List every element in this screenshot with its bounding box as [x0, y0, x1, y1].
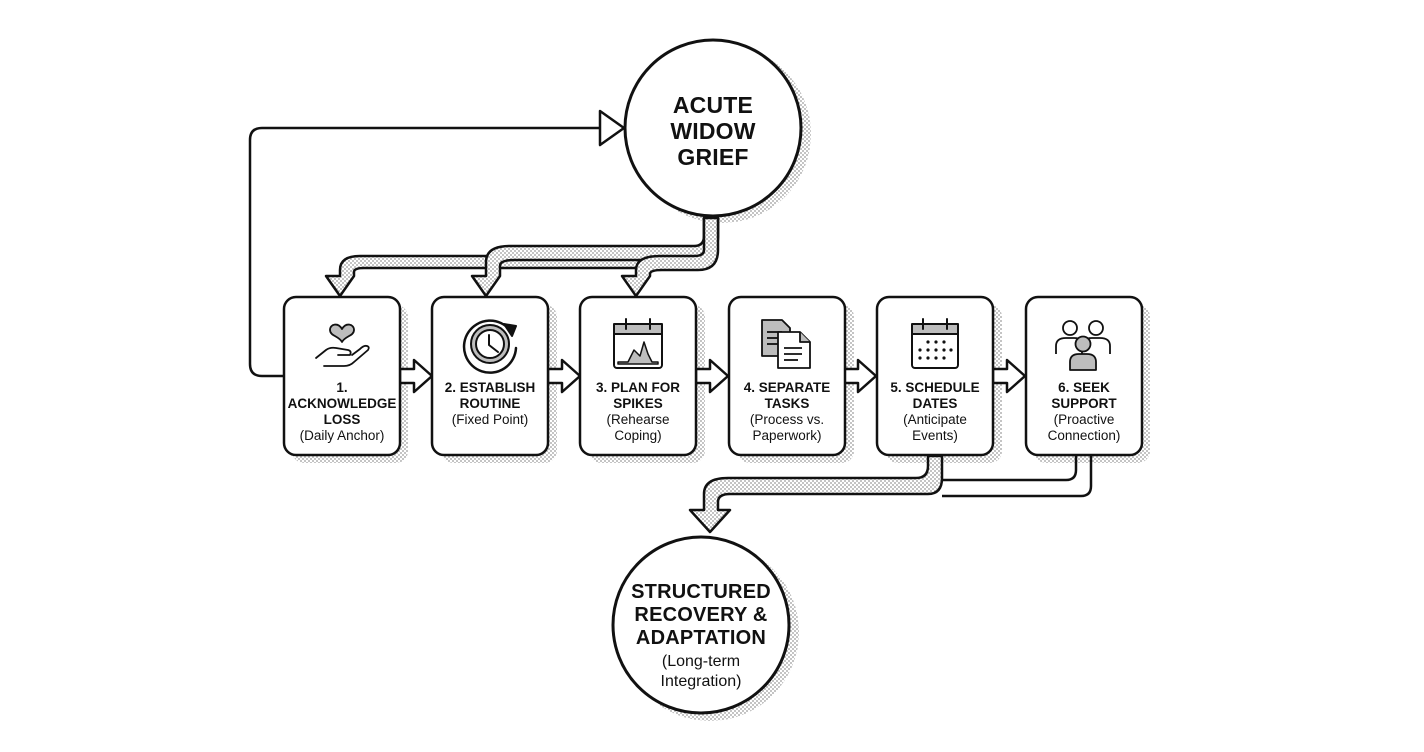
- calendar-dates-icon: [911, 318, 959, 369]
- end-title-line-3: ADAPTATION: [635, 627, 767, 649]
- step-1-title-1: 1. ACKNOWLEDGE: [287, 380, 397, 411]
- step-box-1: [282, 295, 402, 457]
- end-title-line-1: STRUCTURED: [631, 581, 771, 603]
- step-boxes: [282, 295, 1144, 457]
- step-box-5: [875, 295, 995, 457]
- step-3-label: 3. PLAN FOR SPIKES (Rehearse Coping): [577, 380, 699, 444]
- people-group-icon: [1055, 320, 1111, 371]
- clock-refresh-icon: [462, 319, 518, 374]
- step-3-sub-2: Coping): [614, 428, 662, 443]
- step-2-label: 2. ESTABLISH ROUTINE (Fixed Point): [429, 380, 551, 428]
- start-node-label: ACUTE WIDOW GRIEF: [633, 92, 793, 170]
- start-title-line-3: GRIEF: [677, 144, 749, 170]
- heart-hand-icon: [315, 323, 370, 367]
- step-3-sub-1: (Rehearse: [606, 412, 670, 427]
- step-4-sub-1: (Process vs.: [749, 412, 825, 427]
- end-node-structured-recovery: [611, 535, 791, 715]
- step-box-3: [578, 295, 698, 457]
- step-5-label: 5. SCHEDULE DATES (Anticipate Events): [874, 380, 996, 444]
- step-6-title-1: 6. SEEK: [1058, 380, 1110, 395]
- step-2-title-2: ROUTINE: [459, 396, 521, 411]
- documents-icon: [761, 319, 811, 369]
- step-5-sub-2: Events): [912, 428, 958, 443]
- step-6-sub-1: (Proactive: [1053, 412, 1115, 427]
- merge-arrows: [688, 454, 1093, 534]
- calendar-spike-icon: [613, 318, 663, 369]
- feedback-loop-line: [248, 126, 600, 378]
- step-5-title-1: 5. SCHEDULE: [890, 380, 980, 395]
- step-2-sub-1: (Fixed Point): [451, 412, 529, 427]
- start-split-arrows: [324, 216, 720, 298]
- step-6-title-2: SUPPORT: [1051, 396, 1117, 411]
- step-4-title-1: 4. SEPARATE: [743, 380, 831, 395]
- start-title-line-1: ACUTE: [672, 92, 754, 118]
- step-6-label: 6. SEEK SUPPORT (Proactive Connection): [1023, 380, 1145, 444]
- step-3-title-2: SPIKES: [613, 396, 663, 411]
- feedback-loop-arrowhead: [598, 109, 626, 147]
- step-6-sub-2: Connection): [1047, 428, 1121, 443]
- step-box-2: [430, 295, 550, 457]
- start-node-acute-grief: [623, 38, 803, 218]
- step-connector-arrows: [398, 358, 1027, 394]
- step-1-title-2: LOSS: [323, 412, 361, 427]
- step-1-sub-1: (Daily Anchor): [299, 428, 385, 443]
- step-5-title-2: DATES: [912, 396, 958, 411]
- step-box-4: [727, 295, 847, 457]
- step-2-title-1: 2. ESTABLISH: [444, 380, 536, 395]
- step-4-label: 4. SEPARATE TASKS (Process vs. Paperwork…: [726, 380, 848, 444]
- step-1-label: 1. ACKNOWLEDGE LOSS (Daily Anchor): [281, 380, 403, 444]
- step-box-6: [1024, 295, 1144, 457]
- start-title-line-2: WIDOW: [670, 118, 756, 144]
- step-3-title-1: 3. PLAN FOR: [595, 380, 680, 395]
- step-4-sub-2: Paperwork): [752, 428, 822, 443]
- end-title-line-2: RECOVERY &: [634, 604, 768, 626]
- end-sub-line-1: (Long-term: [661, 653, 741, 670]
- end-sub-line-2: Integration): [660, 673, 742, 690]
- step-5-sub-1: (Anticipate: [903, 412, 967, 427]
- end-node-label: STRUCTURED RECOVERY & ADAPTATION (Long-t…: [611, 581, 791, 692]
- step-4-title-2: TASKS: [764, 396, 810, 411]
